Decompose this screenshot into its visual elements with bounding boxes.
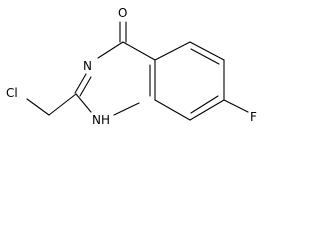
bond-c4-n3 bbox=[97, 41, 124, 59]
bond-c7-f bbox=[223, 99, 249, 113]
bond-n3-c2-a bbox=[74, 73, 87, 94]
atom-fluorine-label: F bbox=[250, 110, 257, 124]
atom-labels: O N NH F Cl bbox=[6, 6, 257, 127]
bond-c5-c6 bbox=[189, 41, 225, 61]
bond-c4-c4a bbox=[122, 41, 156, 61]
atom-n1h-label: NH bbox=[92, 113, 110, 127]
bond-c8-c8a bbox=[154, 99, 191, 121]
bonds bbox=[26, 21, 249, 121]
bond-c4a-c5 bbox=[154, 41, 191, 61]
bond-c7-c8 bbox=[189, 99, 225, 121]
atom-oxygen-label: O bbox=[118, 6, 127, 20]
bond-c5-c6-inner bbox=[190, 48, 220, 65]
atom-n3-label: N bbox=[83, 59, 92, 73]
quinazolinone-structure: O N NH F Cl bbox=[6, 6, 257, 127]
bond-c2-ch2 bbox=[48, 93, 77, 116]
bond-c7-c8-inner bbox=[190, 95, 219, 114]
bond-c2-n1 bbox=[75, 93, 92, 113]
bond-ch2-cl bbox=[26, 98, 50, 116]
bond-n1-c8a bbox=[113, 102, 140, 116]
atom-chlorine-label: Cl bbox=[6, 86, 18, 100]
bond-n3-c2-b bbox=[79, 76, 92, 97]
